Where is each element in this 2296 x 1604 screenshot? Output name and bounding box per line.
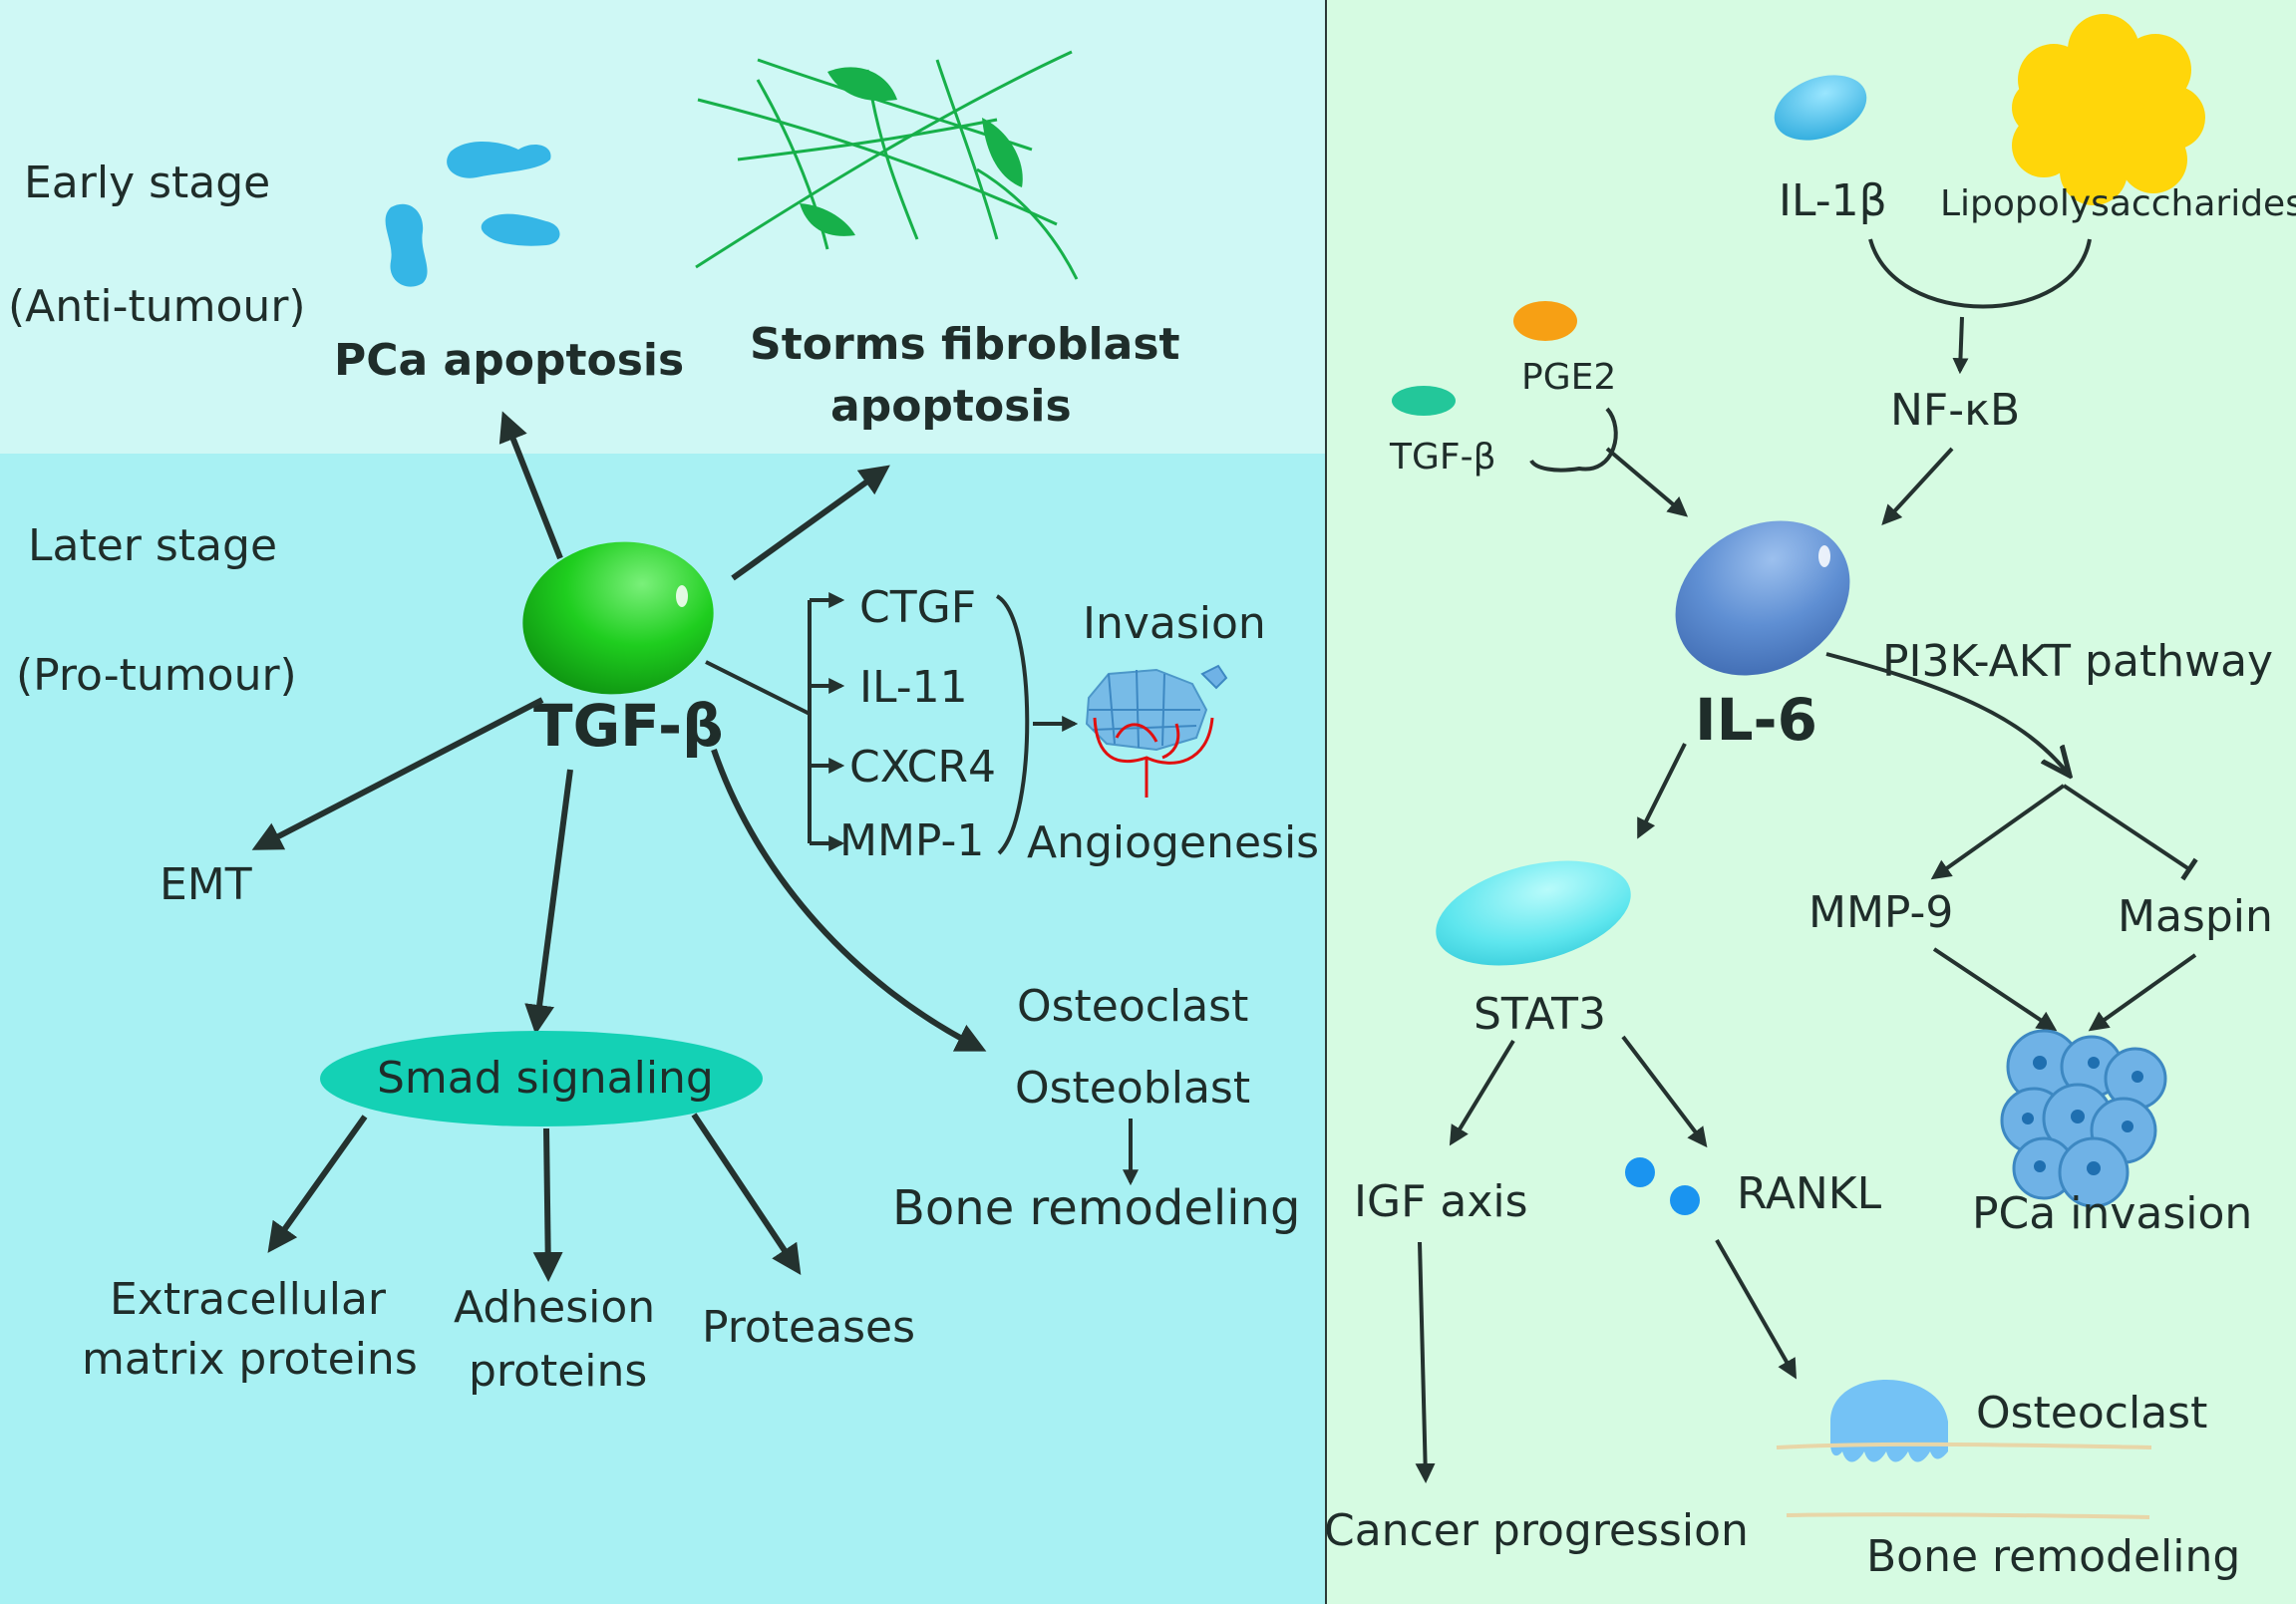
arrow-stat3-to-rankl	[1621, 1035, 1708, 1148]
tgf-beta-highlight	[676, 585, 688, 607]
maspin-label: Maspin	[2118, 891, 2273, 942]
cell-cluster-icon	[2000, 1029, 2167, 1208]
proteases-label: Proteases	[702, 1302, 915, 1353]
pro-tumour-label: (Pro-tumour)	[16, 650, 297, 701]
inhibit-maspin	[2062, 784, 2198, 881]
arrow-stat3-to-igf	[1449, 1039, 1515, 1146]
tgf-beta-node	[522, 541, 714, 695]
fibroblast-network-icon	[695, 50, 1079, 280]
arrow-to-mmp9	[1930, 784, 2066, 880]
osteoclast-label-right: Osteoclast	[1976, 1388, 2207, 1439]
arrow-to-pca-apoptosis	[498, 411, 563, 560]
il6-panel	[1326, 0, 2296, 1604]
adhesion-label-line2: proteins	[469, 1346, 647, 1397]
arrow-mmp9-to-invasion	[1932, 947, 2058, 1032]
rankl-dot-1	[1625, 1157, 1655, 1187]
rankl-dot-2	[1670, 1185, 1700, 1215]
il1b-lps-merge	[1868, 238, 2092, 309]
apoptosis-cells-icon	[385, 141, 560, 287]
arrow-to-il6-from-pge2	[1605, 447, 1689, 517]
adhesion-label-line1: Adhesion	[454, 1282, 655, 1333]
target-ctgf: CTGF	[859, 582, 976, 633]
bone-line-bottom	[1786, 1512, 2150, 1519]
pge2-label: PGE2	[1521, 357, 1616, 398]
arrow-to-ecm	[267, 1115, 368, 1253]
arrow-to-adhesion	[532, 1127, 563, 1282]
igf-axis-label: IGF axis	[1354, 1176, 1528, 1227]
arrow-to-smad	[524, 769, 573, 1035]
arrow-to-nfkb	[1952, 316, 1969, 375]
target-mmp1: MMP-1	[839, 815, 984, 866]
arrow-to-osteoclast	[711, 749, 987, 1052]
pge2-tgfb-merge	[1529, 407, 1618, 473]
ecm-label-line2: matrix proteins	[82, 1334, 418, 1385]
storms-apoptosis-label: apoptosis	[830, 381, 1072, 432]
arrow-to-emt	[251, 697, 544, 850]
arrow-igf-to-progression	[1415, 1241, 1436, 1483]
pi3k-label: PI3K-AKT pathway	[1882, 636, 2273, 687]
pge2-node	[1513, 301, 1577, 341]
tumour-vessels-icon	[1085, 664, 1228, 798]
arrow-rankl-to-osteoclast	[1715, 1239, 1797, 1380]
tgfb-small-label: TGF-β	[1389, 437, 1496, 478]
tgf-beta-label: TGF-β	[533, 692, 724, 760]
later-stage-label: Later stage	[28, 520, 277, 571]
bone-line-top	[1776, 1442, 2152, 1449]
target-cxcr4: CXCR4	[849, 742, 996, 793]
arrow-to-fibroblast-apoptosis	[731, 465, 890, 581]
lps-label: Lipopolysaccharides	[1940, 183, 2296, 224]
il6-label: IL-6	[1695, 686, 1817, 754]
arrow-to-proteases	[691, 1113, 802, 1275]
anti-tumour-label: (Anti-tumour)	[8, 281, 306, 332]
early-stage-label: Early stage	[24, 158, 270, 208]
pi3k-arrow	[1825, 652, 2070, 776]
pca-invasion-label: PCa invasion	[1972, 1188, 2252, 1239]
arrow-il6-to-stat3	[1637, 743, 1687, 839]
rankl-label: RANKL	[1737, 1168, 1882, 1219]
storms-fibroblast-label: Storms fibroblast	[750, 319, 1180, 370]
arrow-nfkb-to-il6	[1881, 447, 1954, 525]
il1b-label: IL-1β	[1779, 175, 1887, 226]
smad-label: Smad signaling	[377, 1053, 714, 1104]
smad-node	[320, 1031, 763, 1126]
early-stage-panel	[0, 0, 1326, 454]
target-il11: IL-11	[859, 662, 968, 713]
tgfb-small-node	[1392, 386, 1456, 416]
link-to-targets	[705, 660, 811, 716]
angiogenesis-label: Angiogenesis	[1027, 817, 1319, 868]
pca-apoptosis-label: PCa apoptosis	[334, 335, 684, 386]
bone-remodeling-label-right: Bone remodeling	[1866, 1531, 2240, 1582]
arrow-maspin-to-invasion	[2088, 953, 2197, 1032]
cancer-progression-label: Cancer progression	[1324, 1505, 1749, 1556]
osteoclast-cell-icon	[1830, 1380, 1948, 1462]
targets-right-bracket	[995, 594, 1030, 855]
osteoclast-label-left: Osteoclast	[1017, 981, 1248, 1032]
il6-node	[1675, 520, 1850, 676]
emt-label: EMT	[160, 859, 252, 910]
stat3-node	[1436, 860, 1631, 966]
il6-highlight	[1818, 545, 1830, 567]
mmp9-label: MMP-9	[1808, 887, 1953, 938]
stat3-label: STAT3	[1474, 989, 1606, 1040]
lps-cloud-icon	[2012, 14, 2205, 205]
il1b-node	[1774, 75, 1867, 141]
bone-remodeling-label-left: Bone remodeling	[892, 1180, 1300, 1236]
nfkb-label: NF-κB	[1890, 385, 2020, 436]
invasion-label: Invasion	[1083, 598, 1266, 649]
ecm-label-line1: Extracellular	[110, 1274, 387, 1325]
osteoblast-label-left: Osteoblast	[1015, 1063, 1250, 1114]
